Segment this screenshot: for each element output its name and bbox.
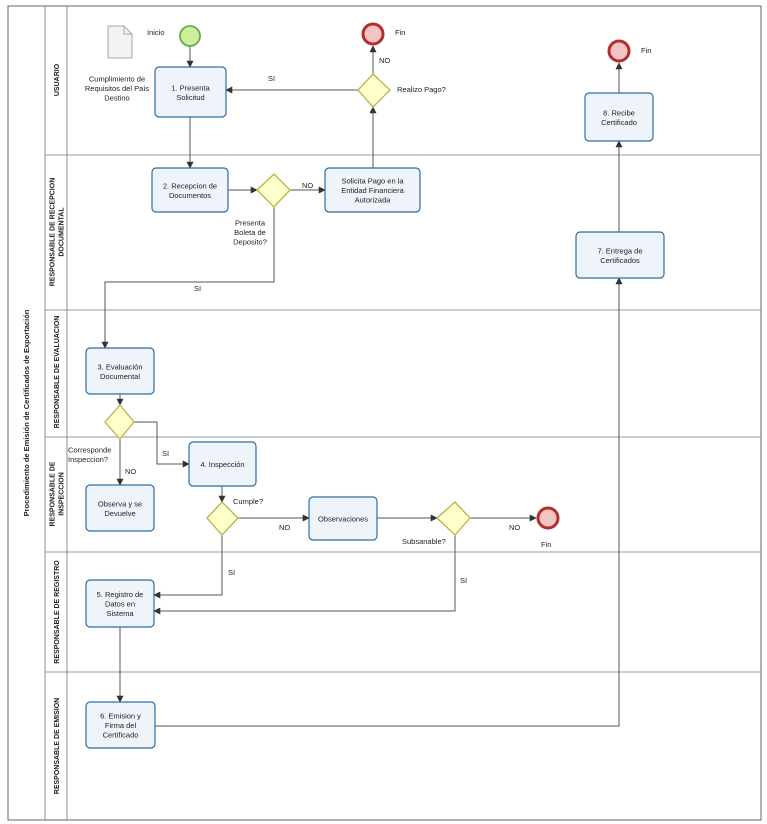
gateway-presenta-boleta[interactable] — [256, 173, 291, 208]
pool-title: Procedimiento de Emisión de Certificados… — [22, 309, 31, 516]
flow-cumple-si — [153, 535, 223, 599]
flow-boleta-si — [101, 207, 275, 349]
end-event-inspection[interactable] — [536, 506, 560, 530]
flow-corresponde-si — [134, 421, 190, 468]
lane-label-evaluacion: RESPONSABLE DE EVALUACION — [54, 316, 61, 429]
task-solicita-pago-box[interactable] — [324, 167, 421, 213]
flow-label-boleta-no: NO — [302, 181, 313, 190]
sequence-flows — [101, 45, 623, 727]
lane-label-usuario: USUARIO — [54, 63, 61, 96]
lane-label-registro: RESPONSABLE DE REGISTRO — [54, 560, 61, 664]
task-emision-firma-box[interactable] — [85, 701, 156, 749]
end-event-certificate-label: Fin — [641, 46, 651, 55]
flow-label-pago-si: SI — [268, 74, 275, 83]
gateway-subsanable-label: Subsanable? — [402, 537, 446, 546]
end-event-certificate[interactable] — [607, 39, 631, 63]
task-observaciones-box[interactable] — [308, 496, 378, 541]
task-observaciones-label: Observaciones — [318, 515, 368, 524]
lane-label-registro-text: RESPONSABLE DE REGISTRO — [54, 560, 61, 664]
task-recibe-certificado-box[interactable] — [584, 92, 654, 142]
lane-label-usuario-text: USUARIO — [54, 63, 61, 96]
document-artifact — [107, 25, 133, 59]
flow-subsanable-si — [153, 535, 456, 615]
task-observa-devuelve-box[interactable] — [85, 484, 155, 532]
flow-label-corresponde-no: NO — [125, 467, 136, 476]
gateway-subsanable[interactable] — [436, 501, 471, 536]
gateway-realizo-pago-label: Realizo Pago? — [397, 85, 446, 94]
gateway-realizo-pago[interactable] — [357, 73, 391, 108]
flow-label-cumple-si: SI — [228, 568, 235, 577]
task-recepcion-documentos-box[interactable] — [151, 167, 229, 213]
task-presenta-solicitud-box[interactable] — [154, 66, 227, 118]
flow-label-cumple-no: NO — [279, 523, 290, 532]
flow-label-boleta-si: SI — [194, 284, 201, 293]
gateway-corresponde-inspeccion[interactable] — [104, 403, 135, 441]
lane-label-emision-text: RESPONSABLE DE EMISION — [54, 698, 61, 794]
flow-label-subsanable-si: SI — [460, 576, 467, 585]
start-event-label: Inicio — [147, 28, 165, 37]
end-event-payment[interactable] — [361, 22, 385, 46]
flow-label-pago-no: NO — [379, 56, 390, 65]
task-evaluacion-documental-box[interactable] — [85, 347, 155, 395]
document-icon — [107, 25, 133, 59]
task-entrega-certificados-box[interactable] — [575, 231, 665, 279]
task-inspeccion-label: 4. Inspección — [200, 460, 244, 469]
start-event[interactable] — [179, 25, 201, 47]
gateway-cumple[interactable] — [206, 501, 239, 536]
task-inspeccion[interactable]: 4. Inspección — [188, 441, 257, 487]
end-event-inspection-label: Fin — [541, 540, 551, 549]
lane-label-emision: RESPONSABLE DE EMISION — [54, 698, 61, 794]
flow-label-subsanable-no: NO — [509, 523, 520, 532]
flow-t6-to-t7 — [155, 277, 623, 727]
task-observaciones[interactable]: Observaciones — [308, 496, 378, 541]
task-inspeccion-box[interactable] — [188, 441, 257, 487]
lane-label-evaluacion-text: RESPONSABLE DE EVALUACION — [54, 316, 61, 429]
task-registro-datos-box[interactable] — [85, 579, 155, 628]
gateway-cumple-label: Cumple? — [233, 497, 263, 506]
end-event-payment-label: Fin — [395, 28, 405, 37]
flow-label-corresponde-si: SI — [162, 449, 169, 458]
pool-border — [7, 5, 762, 821]
